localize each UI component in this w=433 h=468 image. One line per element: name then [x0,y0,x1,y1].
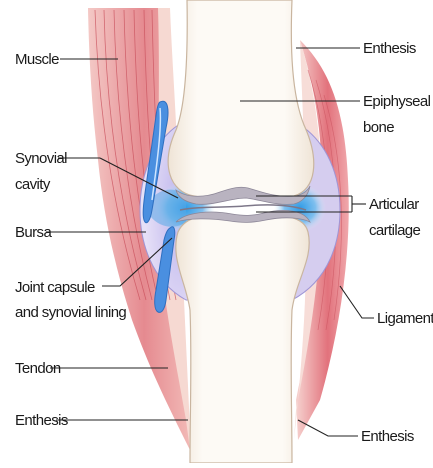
label-articular-2: cartilage [369,222,421,239]
label-muscle: Muscle [15,51,59,68]
label-joint-capsule-2: and synovial lining [15,304,126,321]
label-synovial-cavity-2: cavity [15,176,51,193]
upper-bone [168,0,314,204]
lower-bone [176,210,310,463]
label-epiphyseal-2: bone [363,119,394,136]
label-articular-1: Articular [369,196,419,213]
label-joint-capsule-1: Joint capsule [15,279,95,296]
label-epiphyseal-1: Epiphyseal [363,93,431,110]
label-synovial-cavity-1: Synovial [15,150,67,167]
label-enthesis-right-bottom: Enthesis [361,428,414,445]
label-enthesis-left-bottom: Enthesis [15,412,68,429]
label-enthesis-right-top: Enthesis [363,40,416,57]
label-ligament: Ligament [377,310,433,327]
label-tendon: Tendon [15,360,61,377]
label-bursa: Bursa [15,224,52,241]
